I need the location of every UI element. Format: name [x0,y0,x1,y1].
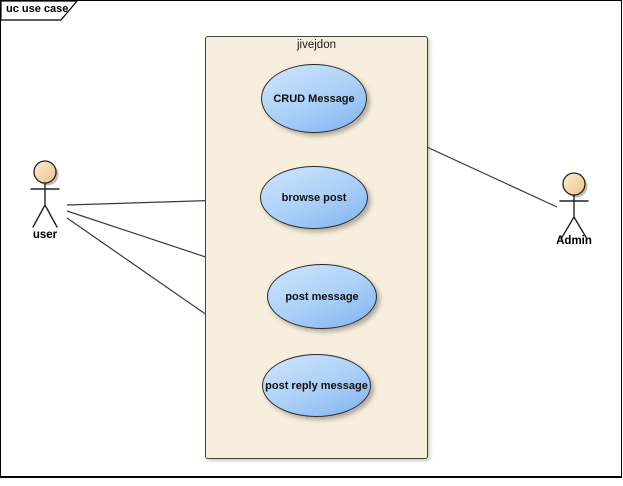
actor-admin-head [562,172,586,196]
actor-admin-body [559,194,589,240]
actor-admin-figure[interactable] [559,172,589,240]
actor-admin-label: Admin [556,235,592,247]
usecase-post-message[interactable]: post message [267,264,377,329]
frame-tab-label: uc use case [6,3,69,15]
actor-user-head [33,160,57,184]
actor-user-figure[interactable] [30,160,60,228]
usecase-label: post reply message [265,379,368,392]
frame-tab-shape [0,0,79,21]
usecase-post-reply-message[interactable]: post reply message [262,354,371,417]
usecase-crud-message[interactable]: CRUD Message [261,64,367,133]
usecase-browse-post[interactable]: browse post [260,166,368,229]
usecase-label: browse post [281,191,347,204]
system-boundary-label: jivejdon [297,39,336,51]
actor-user-body [30,182,60,228]
actor-user-label: user [32,229,58,241]
usecase-label: CRUD Message [273,92,355,105]
usecase-label: post message [285,290,359,303]
